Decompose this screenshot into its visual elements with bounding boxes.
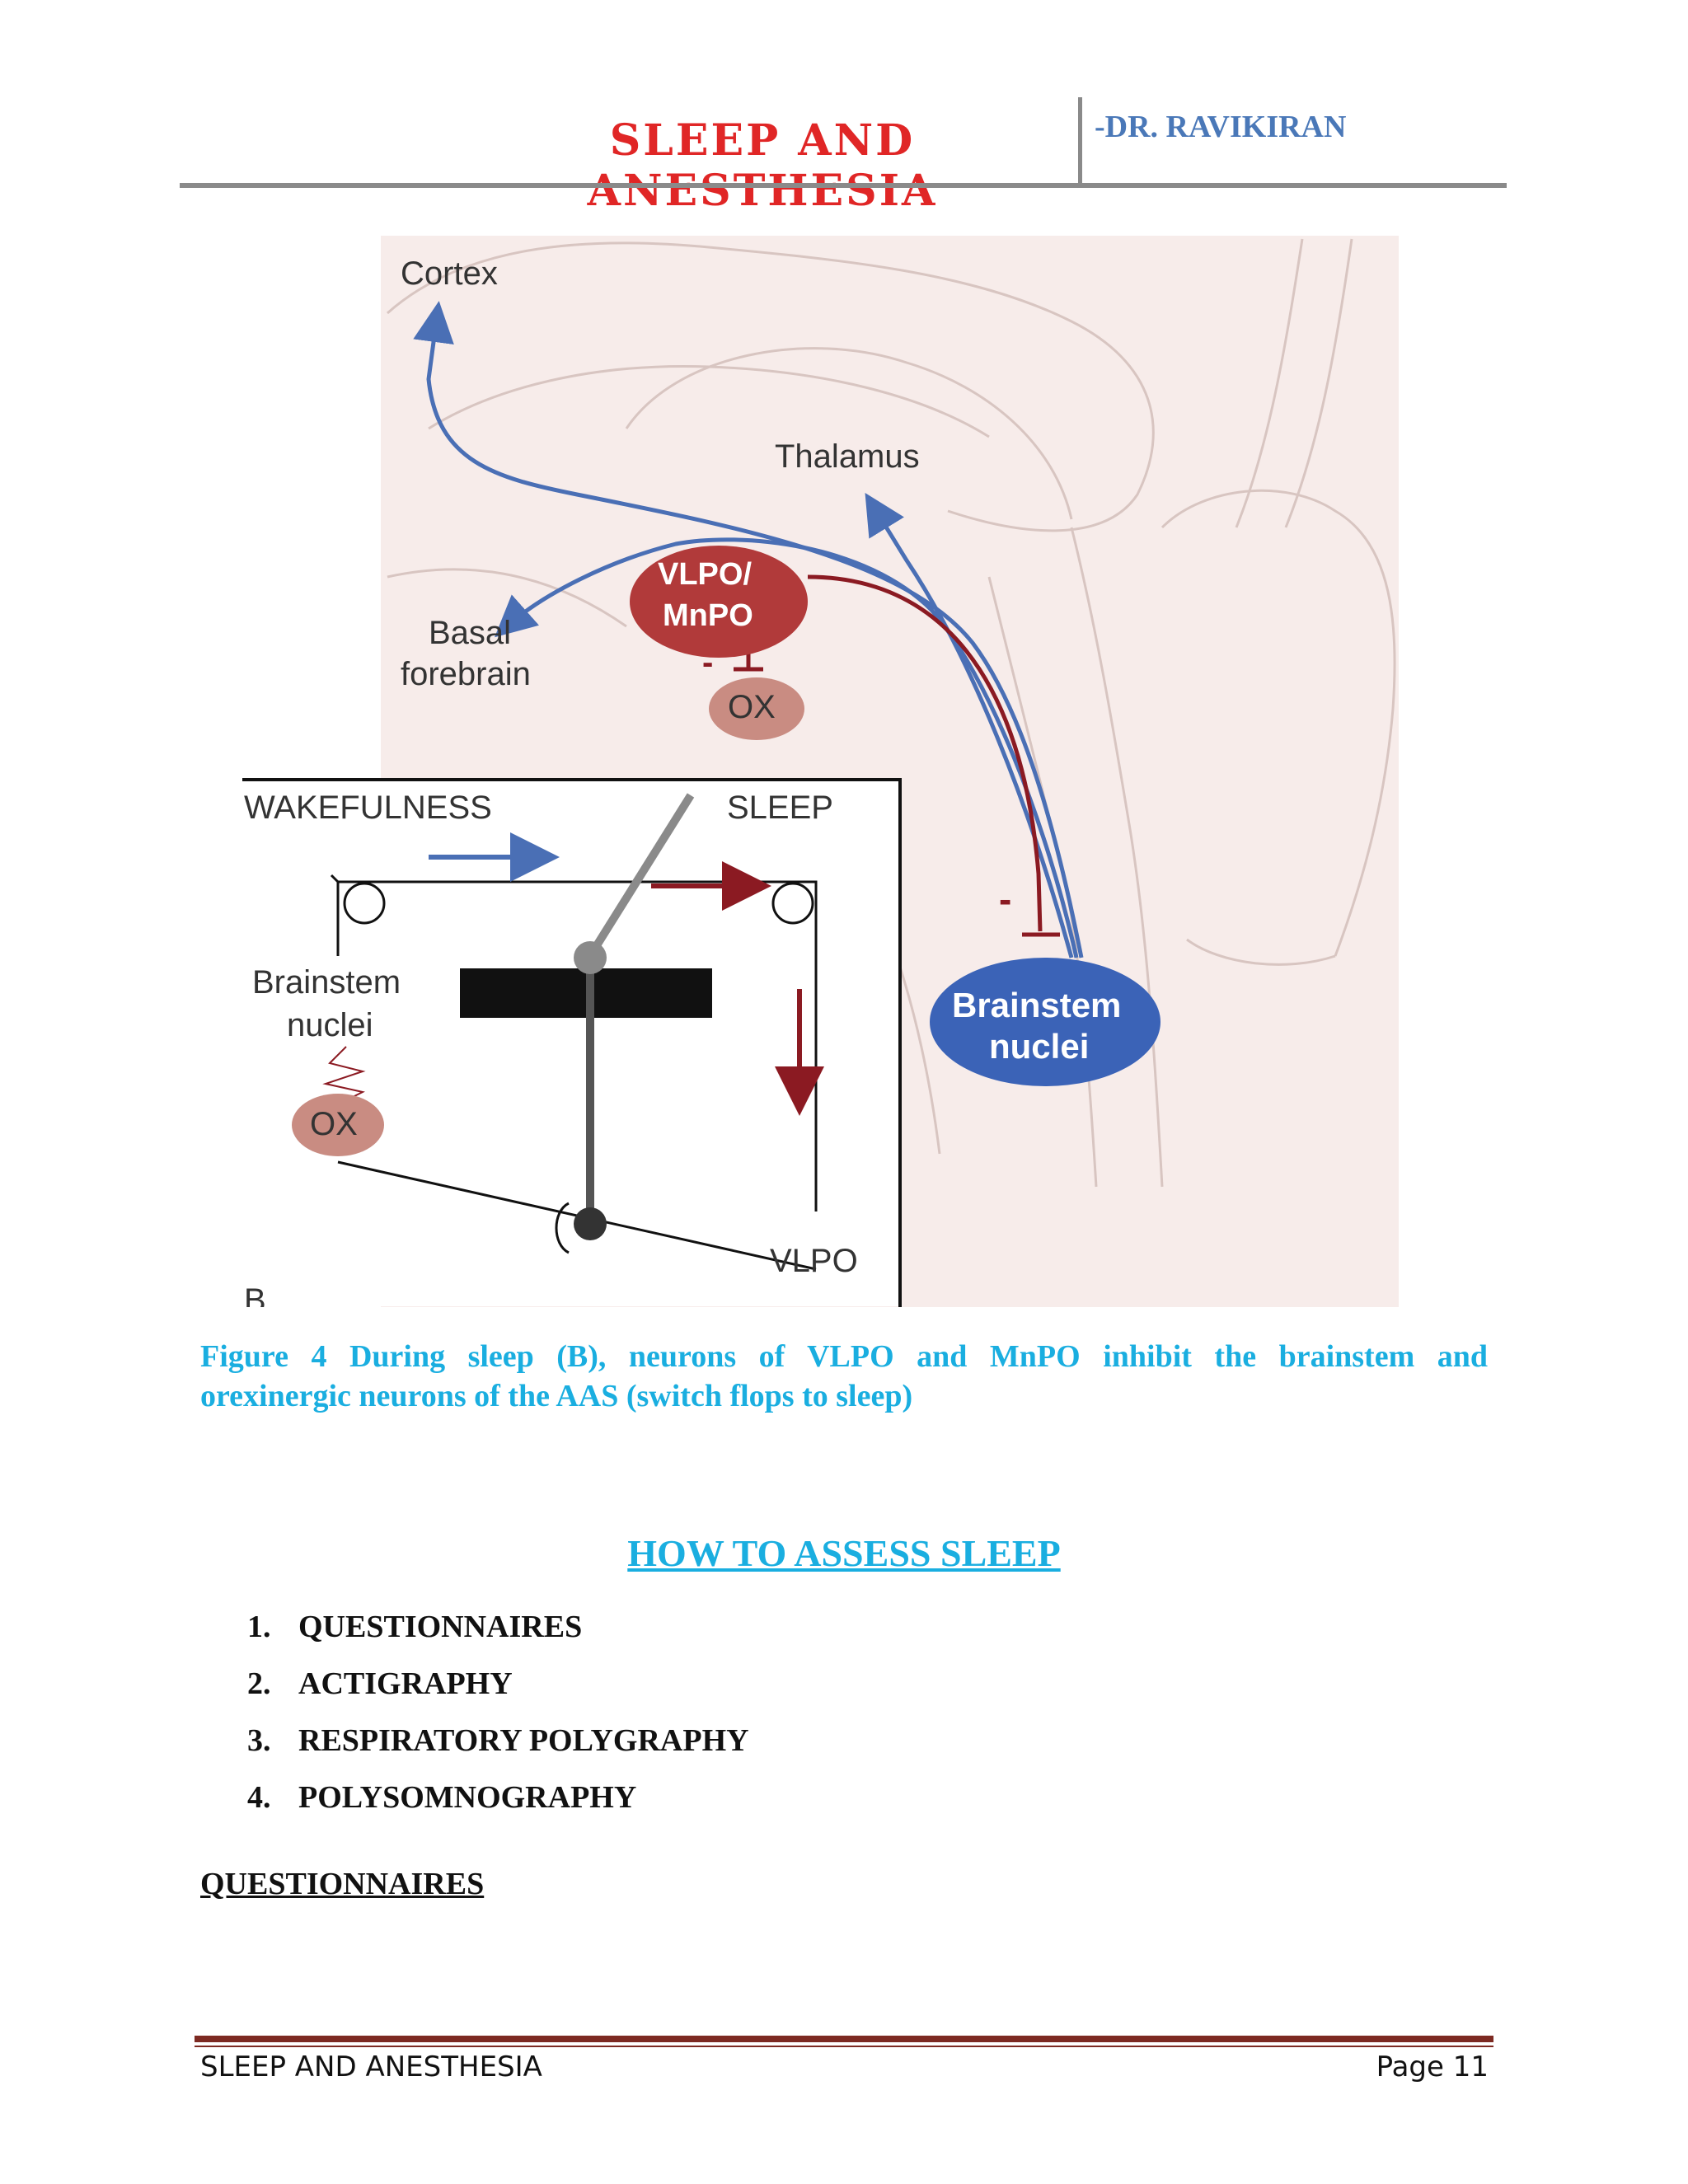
- cortex-label: Cortex: [401, 255, 498, 292]
- ox-inset-node: [292, 1094, 384, 1156]
- list-item: 2.ACTIGRAPHY: [247, 1666, 513, 1701]
- page-number: Page 11: [1376, 2050, 1489, 2083]
- mnpo-label: MnPO: [663, 598, 753, 633]
- caption-line-1: Figure 4 During sleep (B), neurons of VL…: [200, 1339, 1488, 1374]
- figure-caption: Figure 4 During sleep (B), neurons of VL…: [200, 1337, 1488, 1416]
- ox-label: OX: [728, 689, 776, 725]
- forebrain-label: forebrain: [401, 656, 531, 692]
- vlpo-inhibit-path: [807, 574, 1043, 932]
- inhibit-sign-top: -: [702, 644, 714, 681]
- inset-brainstem-label: Brainstem: [252, 964, 401, 1001]
- caption-line-2: orexinergic neurons of the AAS (switch f…: [200, 1379, 913, 1413]
- inset-vlpo-label: VLPO: [770, 1243, 858, 1279]
- figure-4: Cortex Thalamus VLPO/ MnPO Basal forebra…: [242, 236, 1399, 1307]
- inset-ox-label: OX: [310, 1106, 358, 1142]
- zigzag-connector: [322, 1046, 366, 1105]
- vlpo-label: VLPO/: [658, 557, 753, 592]
- brainstem-node: [930, 958, 1160, 1086]
- panel-letter: B: [244, 1282, 266, 1307]
- switch-pivot-bottom: [574, 1207, 607, 1240]
- brain-diagram: [242, 236, 1399, 1307]
- inset-nuclei-label: nuclei: [287, 1007, 373, 1043]
- header-title: SLEEP AND ANESTHESIA: [587, 115, 938, 216]
- inhibit-sign-right: -: [999, 878, 1012, 921]
- list-item: 3.RESPIRATORY POLYGRAPHY: [247, 1723, 749, 1758]
- cortex-arrow: [413, 301, 1084, 958]
- header-author: -DR. RAVIKIRAN: [1095, 110, 1347, 144]
- header-separator: [1078, 97, 1082, 186]
- wakefulness-label: WAKEFULNESS: [244, 790, 492, 826]
- section-heading: HOW TO ASSESS SLEEP: [627, 1532, 1061, 1574]
- footer-rule-thin: [195, 2046, 1493, 2047]
- brainstem-label: Brainstem: [952, 986, 1122, 1024]
- footer-title: SLEEP AND ANESTHESIA: [200, 2050, 542, 2083]
- questionnaires-heading: QUESTIONNAIRES: [200, 1867, 485, 1901]
- assessment-list: 1.QUESTIONNAIRES 2.ACTIGRAPHY 3.RESPIRAT…: [247, 1607, 749, 1835]
- nuclei-label: nuclei: [989, 1027, 1090, 1066]
- vlpo-mnpo-node: [630, 546, 808, 658]
- list-item: 4.POLYSOMNOGRAPHY: [247, 1780, 637, 1815]
- switch-pivot-top: [574, 941, 607, 974]
- switch-lever: [586, 793, 695, 958]
- header-rule: [180, 183, 1507, 188]
- basal-label: Basal: [429, 615, 512, 651]
- thalamus-arrow: [865, 492, 1074, 958]
- sleep-label: SLEEP: [727, 790, 833, 826]
- ox-node: [709, 677, 804, 740]
- footer-rule: [195, 2036, 1493, 2042]
- list-item: 1.QUESTIONNAIRES: [247, 1610, 583, 1644]
- thalamus-label: Thalamus: [775, 438, 920, 475]
- flip-flop-inset: [242, 778, 902, 1307]
